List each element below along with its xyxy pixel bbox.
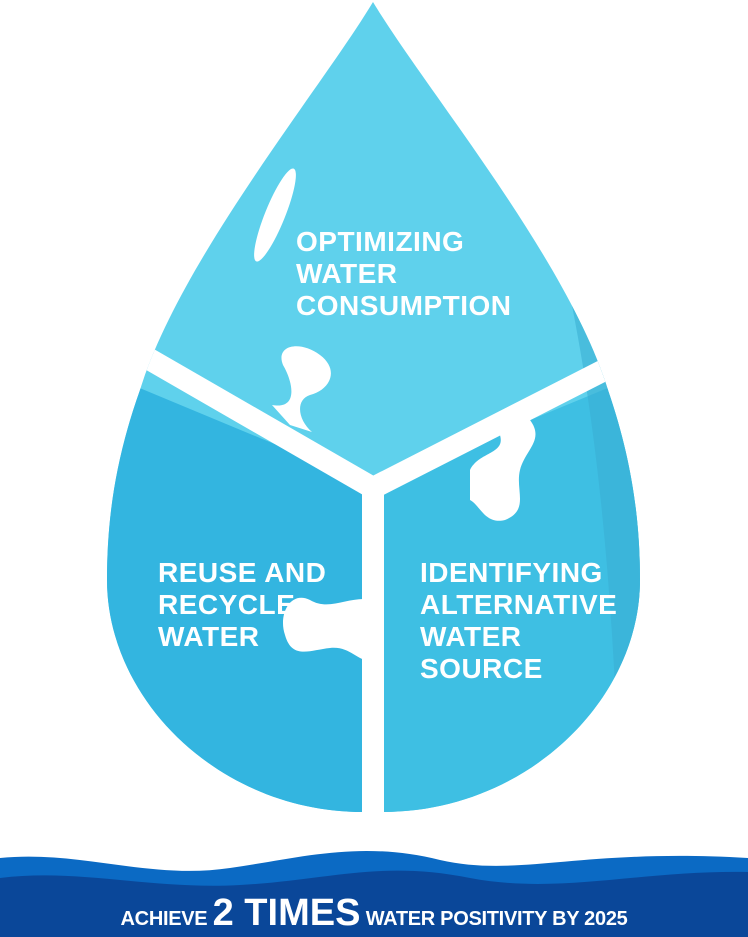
banner-suffix: WATER POSITIVITY BY 2025 (365, 908, 628, 930)
banner-highlight: 2 TIMES (212, 892, 361, 934)
puzzle-knob-top (272, 346, 331, 432)
drop-highlight (254, 168, 296, 262)
label-alternative-water-source: IDENTIFYING ALTERNATIVE WATER SOURCE (420, 557, 617, 685)
label-line: RECYCLE (158, 589, 296, 620)
label-line: CONSUMPTION (296, 290, 512, 321)
goal-banner: ACHIEVE 2 TIMES WATER POSITIVITY BY 2025 (0, 892, 748, 935)
label-line: WATER (296, 258, 398, 289)
wave-dark (0, 870, 748, 937)
puzzle-knob-left (282, 597, 373, 662)
puzzle-knob-right (470, 409, 536, 521)
label-line: OPTIMIZING (296, 226, 465, 257)
label-line: SOURCE (420, 653, 543, 684)
label-line: IDENTIFYING (420, 557, 603, 588)
label-line: WATER (158, 621, 260, 652)
label-line: ALTERNATIVE (420, 589, 618, 620)
label-line: REUSE AND (158, 557, 327, 588)
label-line: WATER (420, 621, 522, 652)
segment-left (107, 330, 373, 812)
label-optimizing-water-consumption: OPTIMIZING WATER CONSUMPTION (296, 226, 512, 322)
banner-prefix: ACHIEVE (120, 908, 208, 930)
label-reuse-recycle-water: REUSE AND RECYCLE WATER (158, 557, 326, 653)
